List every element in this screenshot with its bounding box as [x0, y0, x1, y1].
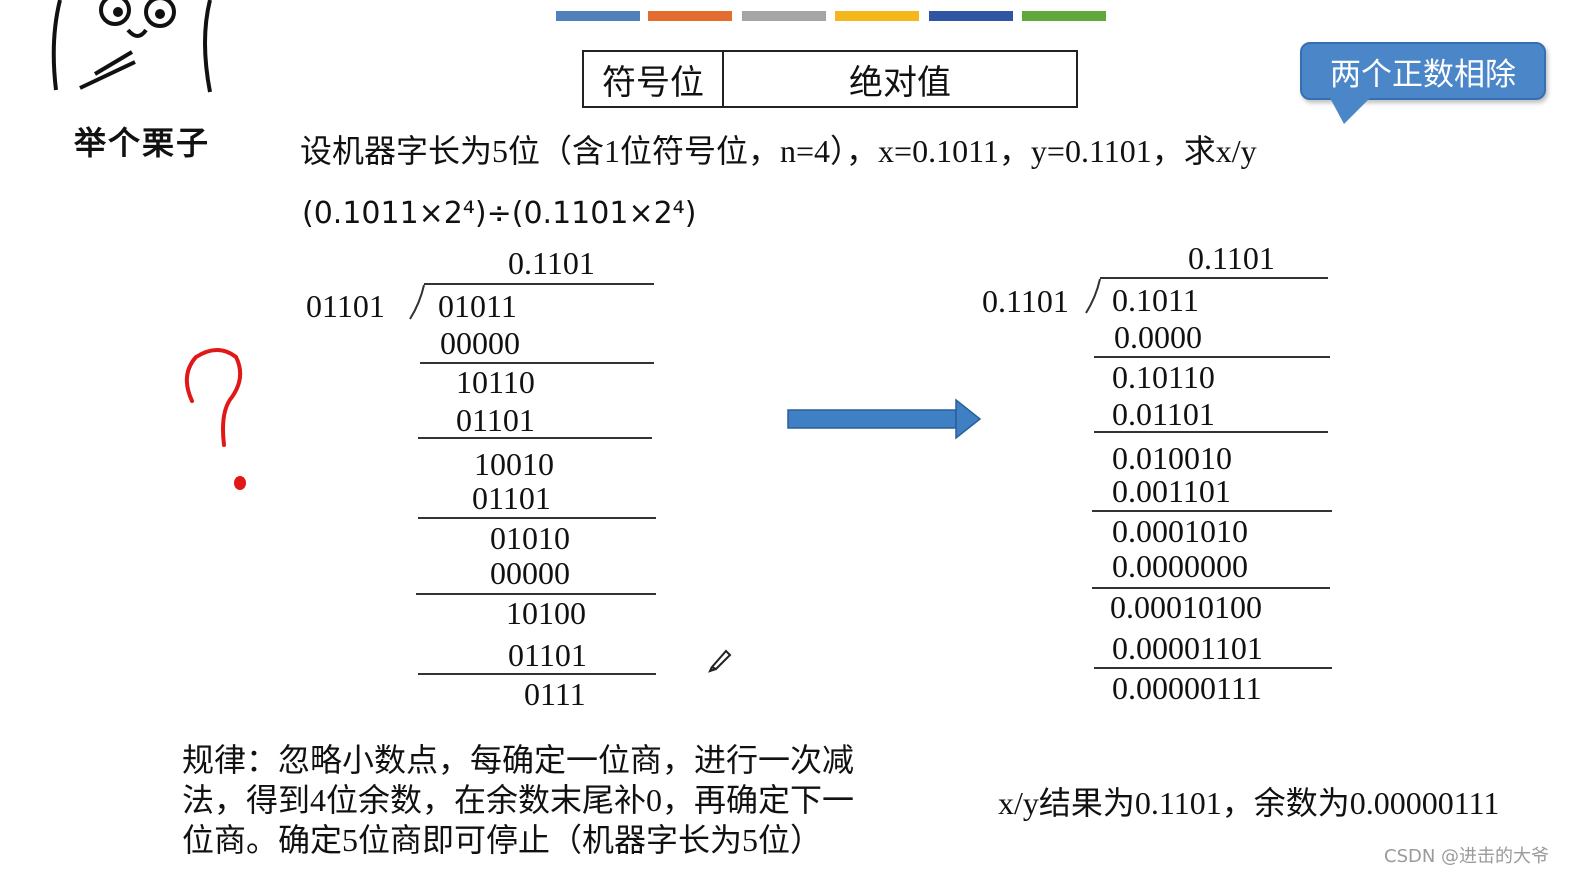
- right-rule: [1092, 510, 1332, 512]
- right-rule: [1094, 431, 1328, 433]
- rule-line: 位商。确定5位商即可停止（机器字长为5位）: [182, 822, 823, 858]
- left-row: 10010: [474, 446, 554, 482]
- left-row: 00000: [440, 325, 520, 361]
- left-rule: [418, 437, 652, 439]
- left-row: 01101: [456, 402, 535, 438]
- division-bracket-icon: [409, 284, 425, 320]
- right-row: 0.1011: [1112, 282, 1199, 318]
- question-mark-icon: [184, 348, 246, 490]
- problem-statement: 设机器字长为5位（含1位符号位，n=4），x=0.1011，y=0.1101，求…: [300, 133, 1257, 169]
- right-divisor: 0.1101: [982, 283, 1069, 319]
- right-arrow-icon: [787, 398, 982, 440]
- color-bar-1: [556, 11, 640, 21]
- color-bar-6: [1022, 11, 1106, 21]
- right-rule: [1094, 356, 1330, 358]
- right-row: 0.01101: [1112, 396, 1215, 432]
- left-rule: [418, 673, 656, 675]
- right-quotient: 0.1101: [1188, 240, 1275, 276]
- left-quotient: 0.1101: [508, 245, 595, 281]
- sign-bit-header: 符号位: [584, 52, 724, 106]
- color-bar-5: [929, 11, 1013, 21]
- abs-value-header: 绝对值: [849, 64, 951, 102]
- right-row: 0.0000000: [1112, 548, 1248, 584]
- left-quotient-rule: [424, 283, 654, 285]
- sign-abs-table: 符号位 绝对值: [582, 50, 1078, 108]
- left-row: 00000: [490, 555, 570, 591]
- rule-text: 规律：忽略小数点，每确定一位商，进行一次减 法，得到4位余数，在余数末尾补0，再…: [182, 740, 854, 860]
- color-bar-3: [742, 11, 826, 21]
- left-divisor: 01101: [306, 288, 385, 324]
- left-rule: [420, 362, 654, 364]
- right-row: 0.0000: [1114, 319, 1202, 355]
- right-row: 0.00010100: [1110, 589, 1262, 625]
- callout-bubble: 两个正数相除: [1300, 42, 1546, 100]
- division-bracket-icon: [1085, 278, 1101, 314]
- right-row: 0.010010: [1112, 440, 1232, 476]
- left-rule: [418, 517, 656, 519]
- left-row: 10100: [506, 595, 586, 631]
- formula: (0.1011×2⁴)÷(0.1101×2⁴): [302, 196, 697, 231]
- left-row: 01101: [508, 637, 587, 673]
- left-row: 0111: [524, 676, 586, 712]
- right-row: 0.001101: [1112, 473, 1231, 509]
- rule-line: 法，得到4位余数，在余数末尾补0，再确定下一: [182, 782, 855, 818]
- right-rule: [1094, 667, 1332, 669]
- result-text: x/y结果为0.1101，余数为0.00000111: [998, 785, 1500, 821]
- example-label: 举个栗子: [74, 124, 211, 162]
- pencil-icon: [708, 649, 732, 673]
- color-bar-4: [835, 11, 919, 21]
- watermark: CSDN @进击的大爷: [1384, 846, 1550, 867]
- callout-tail: [1330, 98, 1370, 124]
- right-row: 0.00001101: [1112, 630, 1263, 666]
- right-quotient-rule: [1100, 277, 1328, 279]
- right-row: 0.0001010: [1112, 513, 1248, 549]
- color-bar-2: [648, 11, 732, 21]
- right-row: 0.00000111: [1112, 670, 1262, 706]
- left-row: 10110: [456, 364, 535, 400]
- right-rule: [1092, 587, 1330, 589]
- left-row: 01011: [438, 288, 517, 324]
- cartoon-cat-icon: [51, 0, 212, 93]
- rule-line: 规律：忽略小数点，每确定一位商，进行一次减: [182, 742, 855, 778]
- left-rule: [416, 593, 656, 595]
- right-row: 0.10110: [1112, 359, 1215, 395]
- left-row: 01101: [472, 480, 551, 516]
- left-row: 01010: [490, 520, 570, 556]
